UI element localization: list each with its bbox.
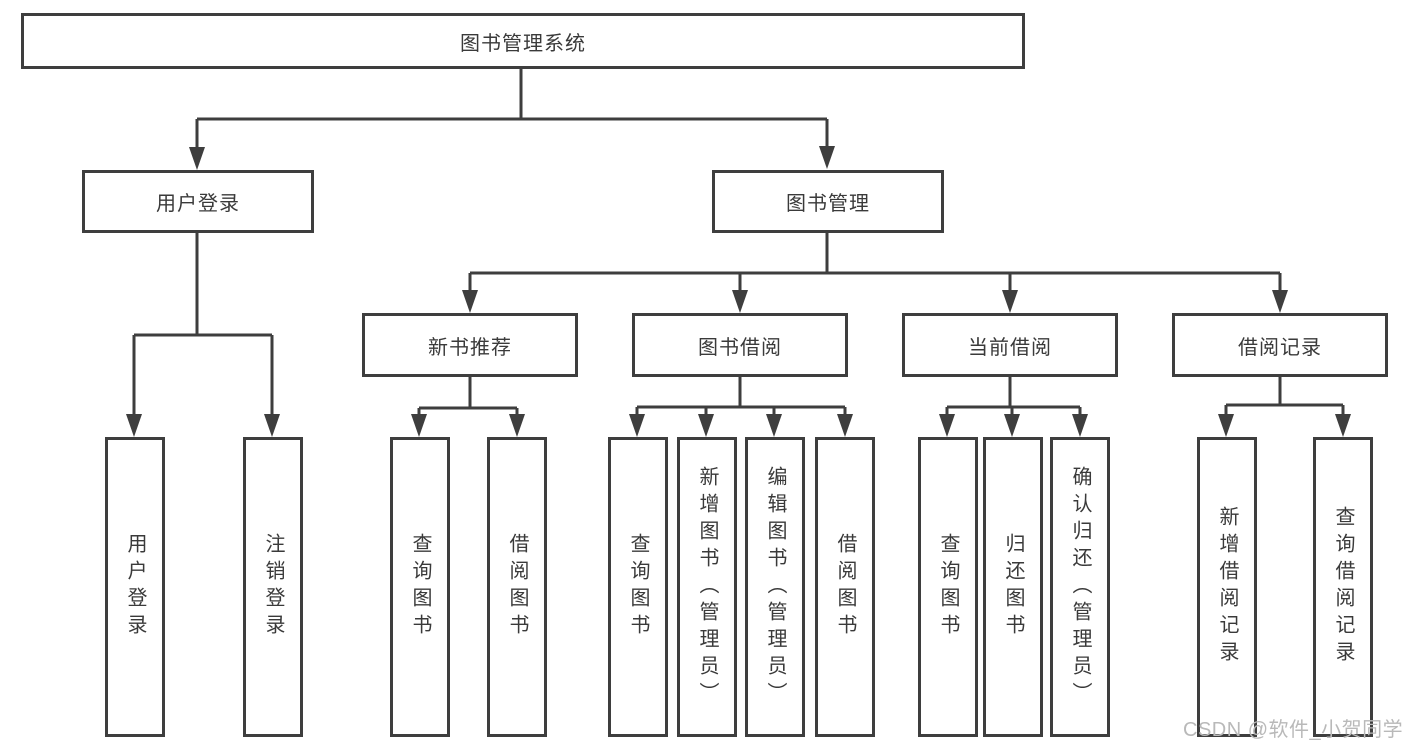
leaf-borrow-books-recommend: 借阅图书 (487, 437, 547, 737)
leaf-add-borrow-record: 新增借阅记录 (1197, 437, 1257, 737)
leaf-label: 确认归还（管理员） (1069, 465, 1091, 709)
node-borrowing-records: 借阅记录 (1172, 313, 1388, 377)
leaf-query-borrow-record: 查询借阅记录 (1313, 437, 1373, 737)
node-current-borrowing: 当前借阅 (902, 313, 1118, 377)
leaf-logout: 注销登录 (243, 437, 303, 737)
leaf-label: 归还图书 (1002, 533, 1024, 641)
leaf-label: 借阅图书 (506, 533, 528, 641)
node-book-management: 图书管理 (712, 170, 944, 233)
leaf-add-books-admin: 新增图书（管理员） (677, 437, 737, 737)
leaf-label: 用户登录 (124, 533, 146, 641)
leaf-label: 查询图书 (937, 533, 959, 641)
leaf-label: 编辑图书（管理员） (764, 465, 786, 709)
csdn-watermark: CSDN @软件_小贺同学 (1183, 719, 1404, 741)
leaf-query-books-current: 查询图书 (918, 437, 978, 737)
leaf-borrow-books-borrowing: 借阅图书 (815, 437, 875, 737)
leaf-label: 新增借阅记录 (1216, 506, 1238, 668)
node-book-borrowing: 图书借阅 (632, 313, 848, 377)
leaf-label: 查询图书 (627, 533, 649, 641)
leaf-query-books-recommend: 查询图书 (390, 437, 450, 737)
node-library-management-system: 图书管理系统 (21, 13, 1025, 69)
leaf-label: 借阅图书 (834, 533, 856, 641)
arrowheads (126, 146, 1351, 437)
leaf-confirm-return-admin: 确认归还（管理员） (1050, 437, 1110, 737)
leaf-label: 查询借阅记录 (1332, 506, 1354, 668)
node-new-book-recommend: 新书推荐 (362, 313, 578, 377)
leaf-edit-books-admin: 编辑图书（管理员） (745, 437, 805, 737)
leaf-label: 新增图书（管理员） (696, 465, 718, 709)
leaf-user-login: 用户登录 (105, 437, 165, 737)
node-user-login: 用户登录 (82, 170, 314, 233)
leaf-return-books: 归还图书 (983, 437, 1043, 737)
leaf-label: 注销登录 (262, 533, 284, 641)
leaf-query-books-borrowing: 查询图书 (608, 437, 668, 737)
leaf-label: 查询图书 (409, 533, 431, 641)
